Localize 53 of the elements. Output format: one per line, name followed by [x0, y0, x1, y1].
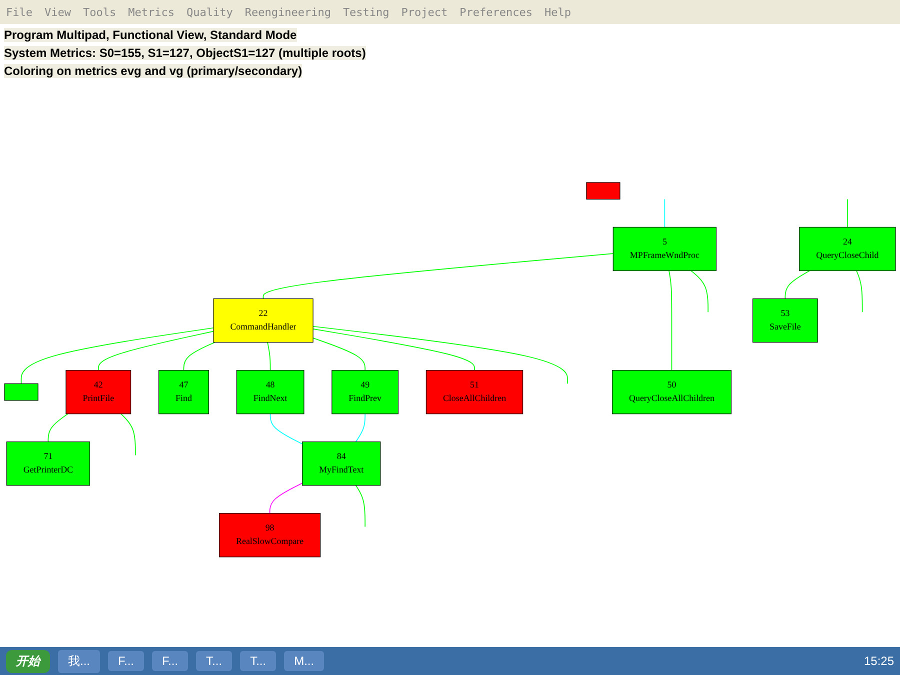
connector-line	[690, 270, 708, 313]
connector-line	[856, 270, 863, 313]
node-box: 53 SaveFile	[752, 298, 818, 343]
connector-line	[355, 485, 366, 528]
connector-line	[48, 414, 68, 443]
menu-item: File	[6, 6, 32, 18]
connector-line	[262, 253, 614, 300]
node-box: 71 GetPrinterDC	[6, 442, 90, 486]
connector-line	[847, 199, 848, 228]
connector-line	[269, 483, 303, 514]
taskbar-button: 我...	[58, 650, 100, 672]
menu-item: Project	[401, 6, 448, 18]
node-box: 51 CloseAllChildren	[426, 370, 524, 414]
connector-line	[664, 199, 666, 228]
node-box: 48 FindNext	[236, 370, 304, 414]
menu-item: Quality	[186, 6, 233, 18]
connector-line	[668, 270, 672, 371]
node-box: 5 MPFrameWndProc	[612, 227, 716, 272]
connector-line	[120, 414, 136, 456]
menu-item: Tools	[83, 6, 116, 18]
connector-line	[267, 342, 271, 371]
menu-item: Preferences	[460, 6, 533, 18]
connector-line	[270, 414, 303, 445]
node-box: 47 Find	[158, 370, 209, 414]
menu-item: Help	[544, 6, 572, 18]
menu-item: Testing	[342, 6, 390, 18]
menu-item: View	[44, 6, 71, 18]
node-box	[586, 182, 620, 200]
menu-item: Reengineering	[244, 6, 331, 18]
connector-line	[312, 328, 475, 371]
menu-item: Metrics	[128, 6, 174, 18]
start-button: 开始	[6, 650, 50, 672]
node-box: 98 RealSlowCompare	[218, 513, 321, 558]
connector-line	[98, 331, 214, 371]
node-box: 84 MyFindText	[302, 442, 381, 486]
taskbar-button: F...	[108, 651, 144, 671]
connector-line	[183, 342, 216, 371]
clock-text: 15:25	[864, 654, 894, 668]
node-box: 42 PrintFile	[66, 370, 132, 414]
connector-line	[355, 414, 366, 443]
connector-line	[20, 328, 214, 384]
node-box	[4, 384, 38, 402]
node-box: 49 FindPrev	[332, 370, 399, 414]
connector-line	[312, 338, 366, 371]
node-box: 50 QueryCloseAllChildren	[612, 370, 732, 414]
node-box: 24 QueryCloseChild	[799, 227, 896, 272]
taskbar-button: T...	[196, 651, 232, 671]
connector-line	[784, 270, 810, 300]
taskbar-button: F...	[152, 651, 188, 671]
taskbar-button: T...	[240, 651, 276, 671]
taskbar-button: M...	[284, 651, 324, 671]
connector-line	[312, 326, 568, 384]
node-box: 22 CommandHandler	[213, 298, 314, 343]
